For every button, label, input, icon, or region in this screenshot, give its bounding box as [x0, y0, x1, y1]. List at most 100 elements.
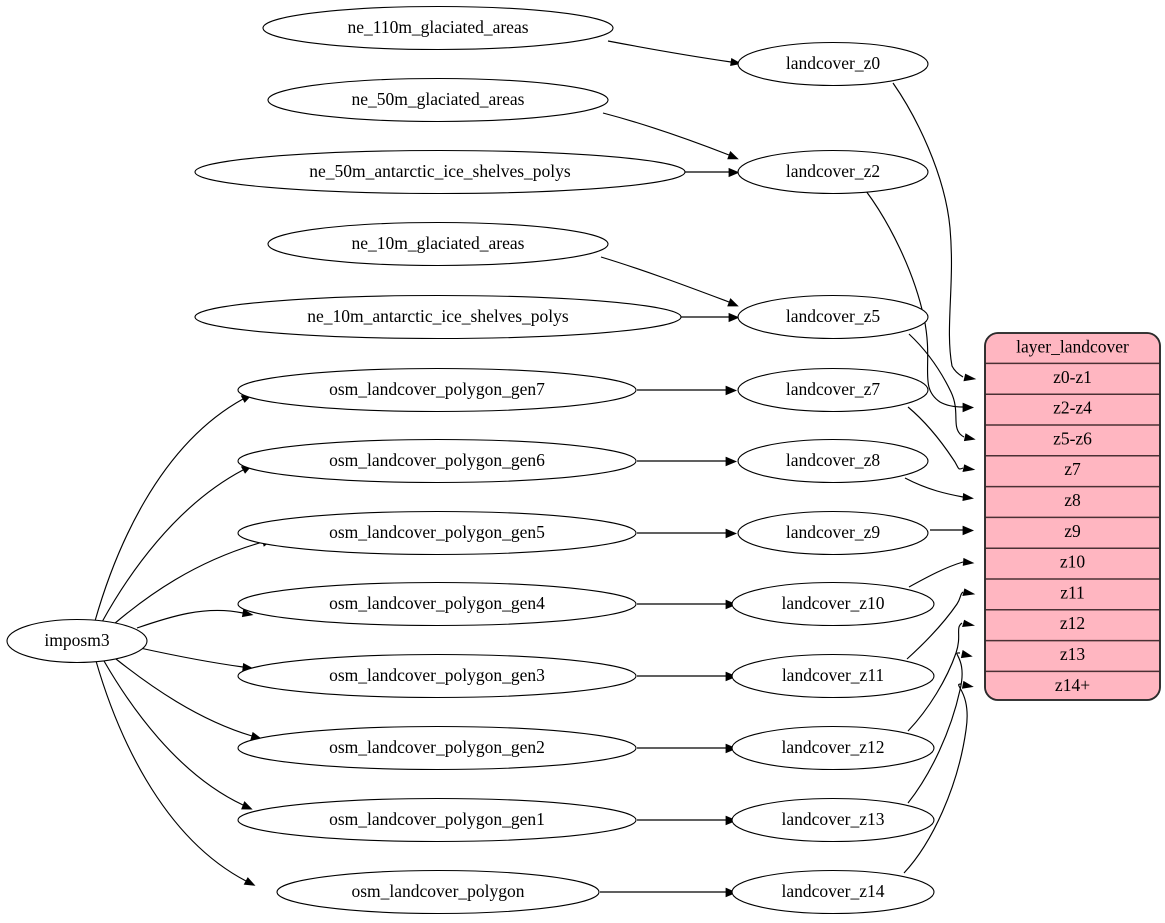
node-label: landcover_z8	[786, 450, 881, 470]
edge-z14-to-row-z14plus	[903, 680, 974, 874]
node-landcover-z12[interactable]: landcover_z12	[731, 725, 935, 771]
node-landcover-z14[interactable]: landcover_z14	[731, 869, 935, 915]
node-landcover-z7[interactable]: landcover_z7	[737, 367, 929, 413]
edge-ne50glac-to-z2	[602, 112, 739, 160]
edge-imposm3-to-gen1	[103, 660, 253, 810]
node-label: osm_landcover_polygon_gen1	[329, 809, 545, 829]
node-osm-landcover-polygon-gen4[interactable]: osm_landcover_polygon_gen4	[237, 581, 637, 627]
node-label: osm_landcover_polygon_gen4	[329, 593, 545, 613]
table-row-z9[interactable]: z9	[985, 521, 1160, 549]
node-landcover-z13[interactable]: landcover_z13	[731, 797, 935, 843]
node-label: ne_10m_antarctic_ice_shelves_polys	[307, 306, 569, 326]
node-ne-110m-glaciated-areas[interactable]: ne_110m_glaciated_areas	[262, 5, 614, 51]
edge-layer	[94, 40, 977, 898]
table-row-label: z11	[1060, 582, 1085, 602]
table-row-label: z0-z1	[1053, 367, 1092, 387]
node-landcover-z0[interactable]: landcover_z0	[737, 41, 929, 87]
node-landcover-z2[interactable]: landcover_z2	[737, 149, 929, 195]
node-label: osm_landcover_polygon_gen3	[329, 665, 545, 685]
node-label: osm_landcover_polygon_gen5	[329, 522, 545, 542]
table-row-z14-plus[interactable]: z14+	[1055, 675, 1090, 695]
node-ne-50m-antarctic-ice-shelves-polys[interactable]: ne_50m_antarctic_ice_shelves_polys	[194, 149, 686, 195]
node-label: landcover_z9	[786, 522, 881, 542]
node-landcover-z8[interactable]: landcover_z8	[737, 438, 929, 484]
node-label: ne_50m_glaciated_areas	[352, 89, 525, 109]
edge-z11-to-row-z11	[906, 588, 976, 660]
edge-z9-to-row-z9	[930, 525, 975, 536]
edge-ne50antarctic-to-z2	[684, 167, 740, 178]
node-ne-10m-glaciated-areas[interactable]: ne_10m_glaciated_areas	[267, 221, 609, 267]
node-landcover-z5[interactable]: landcover_z5	[737, 294, 929, 340]
node-label: osm_landcover_polygon_gen2	[329, 737, 545, 757]
table-row-z8[interactable]: z8	[985, 490, 1160, 519]
edge-gen4-to-z10	[637, 599, 738, 610]
node-label: osm_landcover_polygon_gen6	[329, 450, 545, 470]
edge-gen6-to-z8	[637, 456, 738, 467]
node-osm-landcover-polygon[interactable]: osm_landcover_polygon	[276, 869, 600, 915]
table-row-label: z2-z4	[1053, 398, 1092, 418]
edge-gen1-to-z13	[637, 815, 738, 826]
node-label: landcover_z11	[782, 665, 884, 685]
edge-ne110-to-z0	[607, 40, 742, 66]
edge-z8-to-row-z8	[904, 477, 974, 502]
table-row-z12[interactable]: z12	[985, 613, 1160, 642]
table-row-label: z8	[1064, 490, 1081, 510]
table-row-z7[interactable]: z7	[985, 459, 1160, 488]
node-label: osm_landcover_polygon	[351, 881, 524, 901]
node-ne-50m-glaciated-areas[interactable]: ne_50m_glaciated_areas	[267, 77, 609, 123]
node-ne-10m-antarctic-ice-shelves-polys[interactable]: ne_10m_antarctic_ice_shelves_polys	[194, 294, 682, 340]
node-osm-landcover-polygon-gen1[interactable]: osm_landcover_polygon_gen1	[237, 797, 637, 843]
edge-z7-to-row-z7	[907, 406, 976, 472]
edge-gen5-to-z9	[637, 528, 738, 539]
table-row-z5-z6[interactable]: z5-z6	[985, 428, 1160, 457]
table-row-z0-z1[interactable]: z0-z1	[985, 367, 1160, 395]
edge-imposm3-to-gen3	[139, 647, 254, 672]
edge-z5-to-row-z5z6	[908, 333, 976, 442]
edge-z13-to-row-z13	[907, 649, 973, 804]
node-osm-landcover-polygon-gen3[interactable]: osm_landcover_polygon_gen3	[237, 653, 637, 699]
node-osm-landcover-polygon-gen6[interactable]: osm_landcover_polygon_gen6	[237, 438, 637, 484]
node-landcover-z10[interactable]: landcover_z10	[731, 581, 935, 627]
edge-gen7-to-z7	[637, 385, 738, 396]
table-row-label: z10	[1060, 552, 1086, 572]
node-osm-landcover-polygon-gen7[interactable]: osm_landcover_polygon_gen7	[237, 367, 637, 413]
node-label: landcover_z2	[786, 161, 880, 181]
edge-gen3-to-z11	[637, 671, 738, 682]
node-landcover-z11[interactable]: landcover_z11	[731, 653, 935, 699]
table-row-label: z5-z6	[1053, 428, 1092, 448]
edge-z10-to-row-z10	[908, 557, 975, 588]
node-label: landcover_z14	[781, 881, 884, 901]
node-label: landcover_z7	[786, 379, 881, 399]
table-header-label: layer_landcover	[1016, 337, 1129, 357]
edge-imposm3-to-gen2	[115, 658, 263, 740]
edge-imposm3-to-gen4	[136, 608, 254, 629]
node-landcover-z9[interactable]: landcover_z9	[737, 510, 929, 556]
table-row-z10[interactable]: z10	[985, 552, 1160, 580]
table-row-z11[interactable]: z11	[985, 582, 1160, 611]
edge-z2-to-row-z2z4	[865, 190, 975, 413]
table-row-label: z9	[1064, 521, 1081, 541]
table-outline	[984, 332, 1161, 701]
edge-ne10glac-to-z5	[600, 256, 739, 307]
edge-imposm3-to-osmpolygon	[95, 660, 256, 886]
edge-z12-to-row-z12	[907, 619, 976, 732]
node-label: osm_landcover_polygon_gen7	[329, 379, 545, 399]
table-row-label: z13	[1060, 644, 1086, 664]
layer-landcover-table[interactable]: layer_landcover z0-z1 z2-z4 z5-z6 z7 z8	[984, 332, 1161, 701]
table-row-z2-z4[interactable]: z2-z4	[985, 398, 1160, 426]
node-osm-landcover-polygon-gen5[interactable]: osm_landcover_polygon_gen5	[237, 510, 637, 556]
edge-osmpolygon-to-z14	[600, 887, 738, 898]
table-row-z13[interactable]: z13	[985, 644, 1160, 673]
edge-imposm3-to-gen6	[101, 464, 253, 623]
node-imposm3[interactable]: imposm3	[6, 618, 148, 664]
node-label: imposm3	[44, 630, 109, 650]
node-label: ne_10m_glaciated_areas	[352, 233, 525, 253]
edge-imposm3-to-gen7	[94, 394, 253, 622]
table-row-label: z14+	[1055, 675, 1090, 695]
edge-ne10antarctic-to-z5	[679, 312, 740, 323]
node-osm-landcover-polygon-gen2[interactable]: osm_landcover_polygon_gen2	[237, 725, 637, 771]
node-label: landcover_z12	[781, 737, 884, 757]
node-label: landcover_z5	[786, 306, 881, 326]
